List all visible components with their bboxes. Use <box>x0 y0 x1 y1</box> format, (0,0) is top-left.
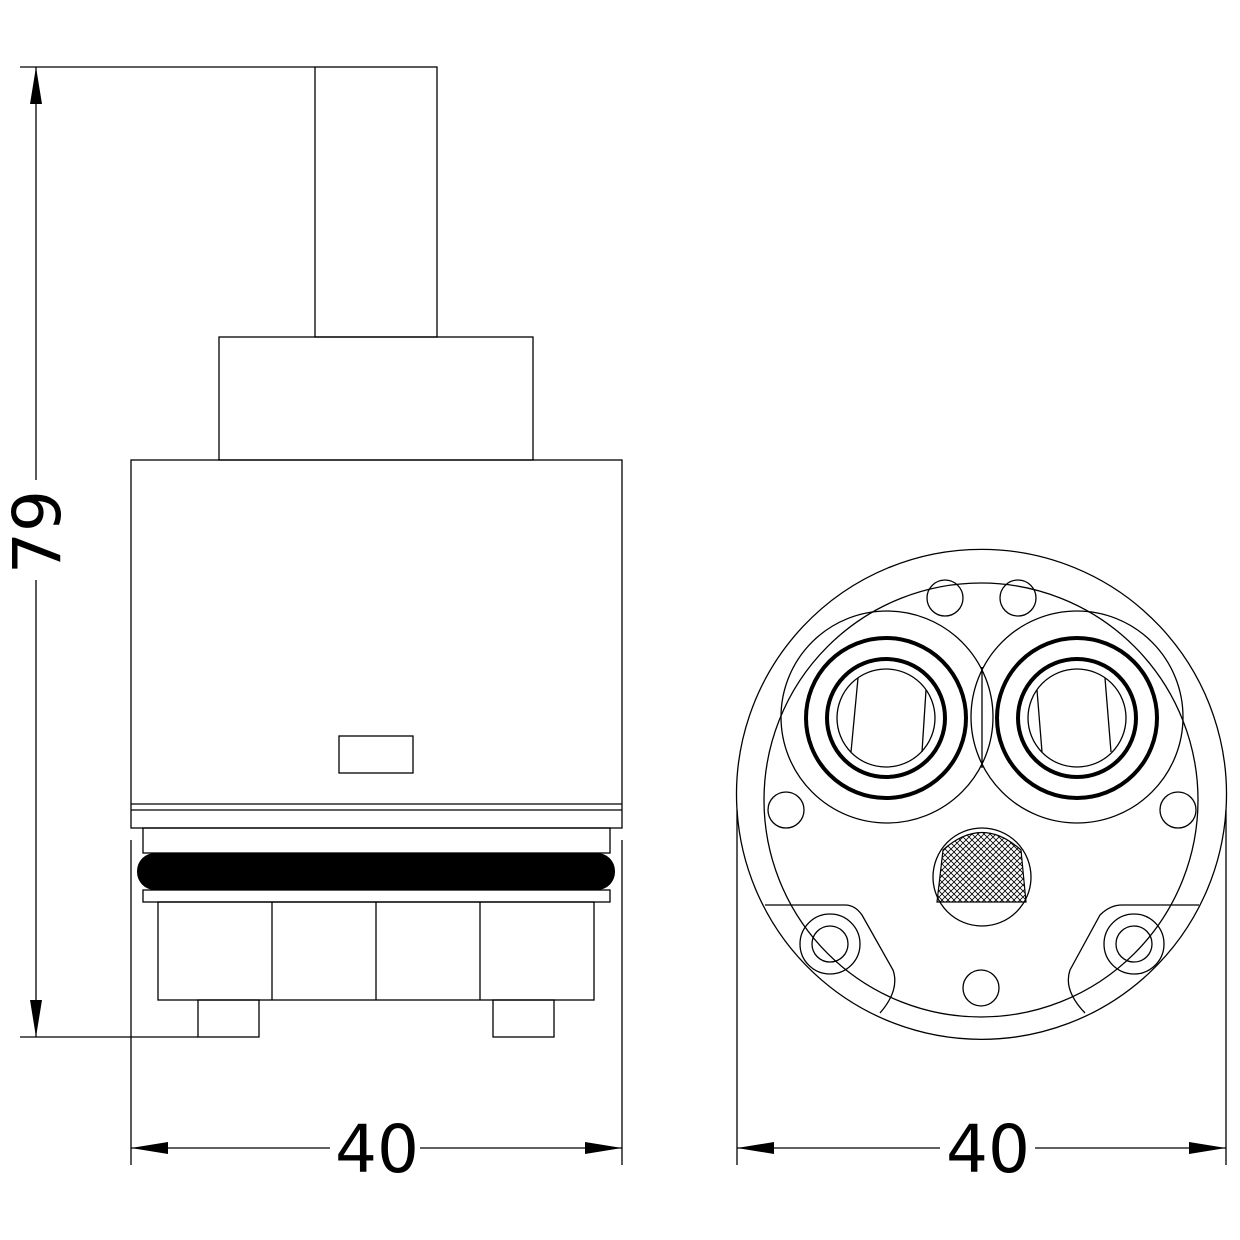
bottom-view <box>735 548 1228 1040</box>
height-label: 79 <box>0 490 76 574</box>
height-dimension: 79 <box>0 66 315 1038</box>
outer-circle <box>735 548 1228 811</box>
cap <box>218 336 534 461</box>
inner-body <box>763 582 1199 1018</box>
marker-slot <box>338 735 414 774</box>
foot-left <box>197 999 260 1038</box>
port-lobe-right <box>970 610 1184 824</box>
foot-right <box>492 999 555 1038</box>
stem <box>314 66 438 338</box>
bottom-width-label: 40 <box>946 1111 1030 1188</box>
hatched-section <box>936 831 1027 903</box>
side-view <box>130 66 623 1038</box>
side-width-dimension: 40 <box>130 840 623 1188</box>
side-width-label: 40 <box>335 1111 419 1188</box>
port-lobe-left <box>780 610 994 824</box>
o-ring <box>137 853 615 890</box>
bottom-width-dimension: 40 <box>736 810 1227 1188</box>
